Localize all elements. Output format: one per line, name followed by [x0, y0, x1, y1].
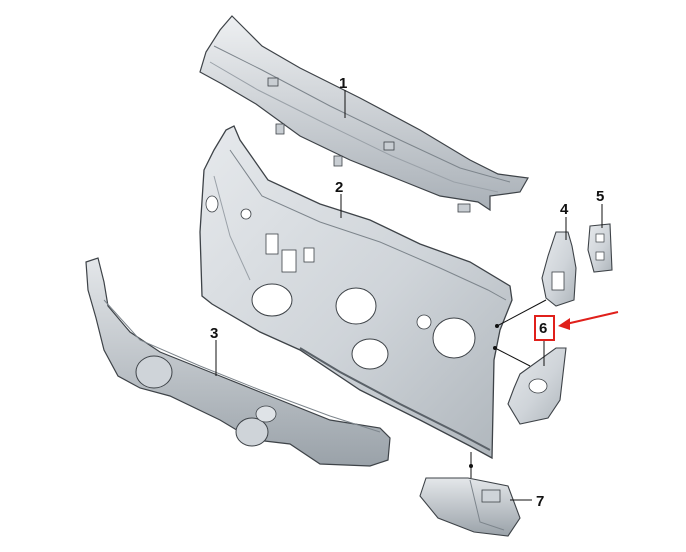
callout-5: 5	[596, 188, 604, 228]
callout-6: 6	[493, 299, 619, 367]
callout-2: 2	[335, 179, 343, 218]
callout-2-label: 2	[335, 179, 343, 196]
bracket-5-part	[587, 223, 613, 273]
callout-1: 1	[339, 75, 347, 118]
bracket-4-part	[541, 231, 577, 307]
callout-5-label: 5	[596, 188, 604, 205]
highlight-arrow	[565, 311, 619, 325]
callout-7-label: 7	[536, 493, 544, 510]
highlight-box	[534, 315, 555, 341]
callout-4: 4	[560, 201, 569, 240]
callout-6-label: 6	[539, 320, 547, 337]
callout-3: 3	[210, 325, 218, 376]
callout-4-label: 4	[560, 201, 569, 218]
callout-7: 7	[469, 452, 544, 510]
crossmember-part	[85, 257, 391, 467]
callout-3-label: 3	[210, 325, 218, 342]
bulkhead-part	[199, 125, 513, 460]
bracket-6-part	[507, 347, 567, 425]
cowl-panel-part	[199, 15, 529, 213]
callout-1-label: 1	[339, 75, 347, 92]
bracket-7-part	[419, 477, 521, 537]
highlight-arrow-head	[558, 318, 570, 330]
